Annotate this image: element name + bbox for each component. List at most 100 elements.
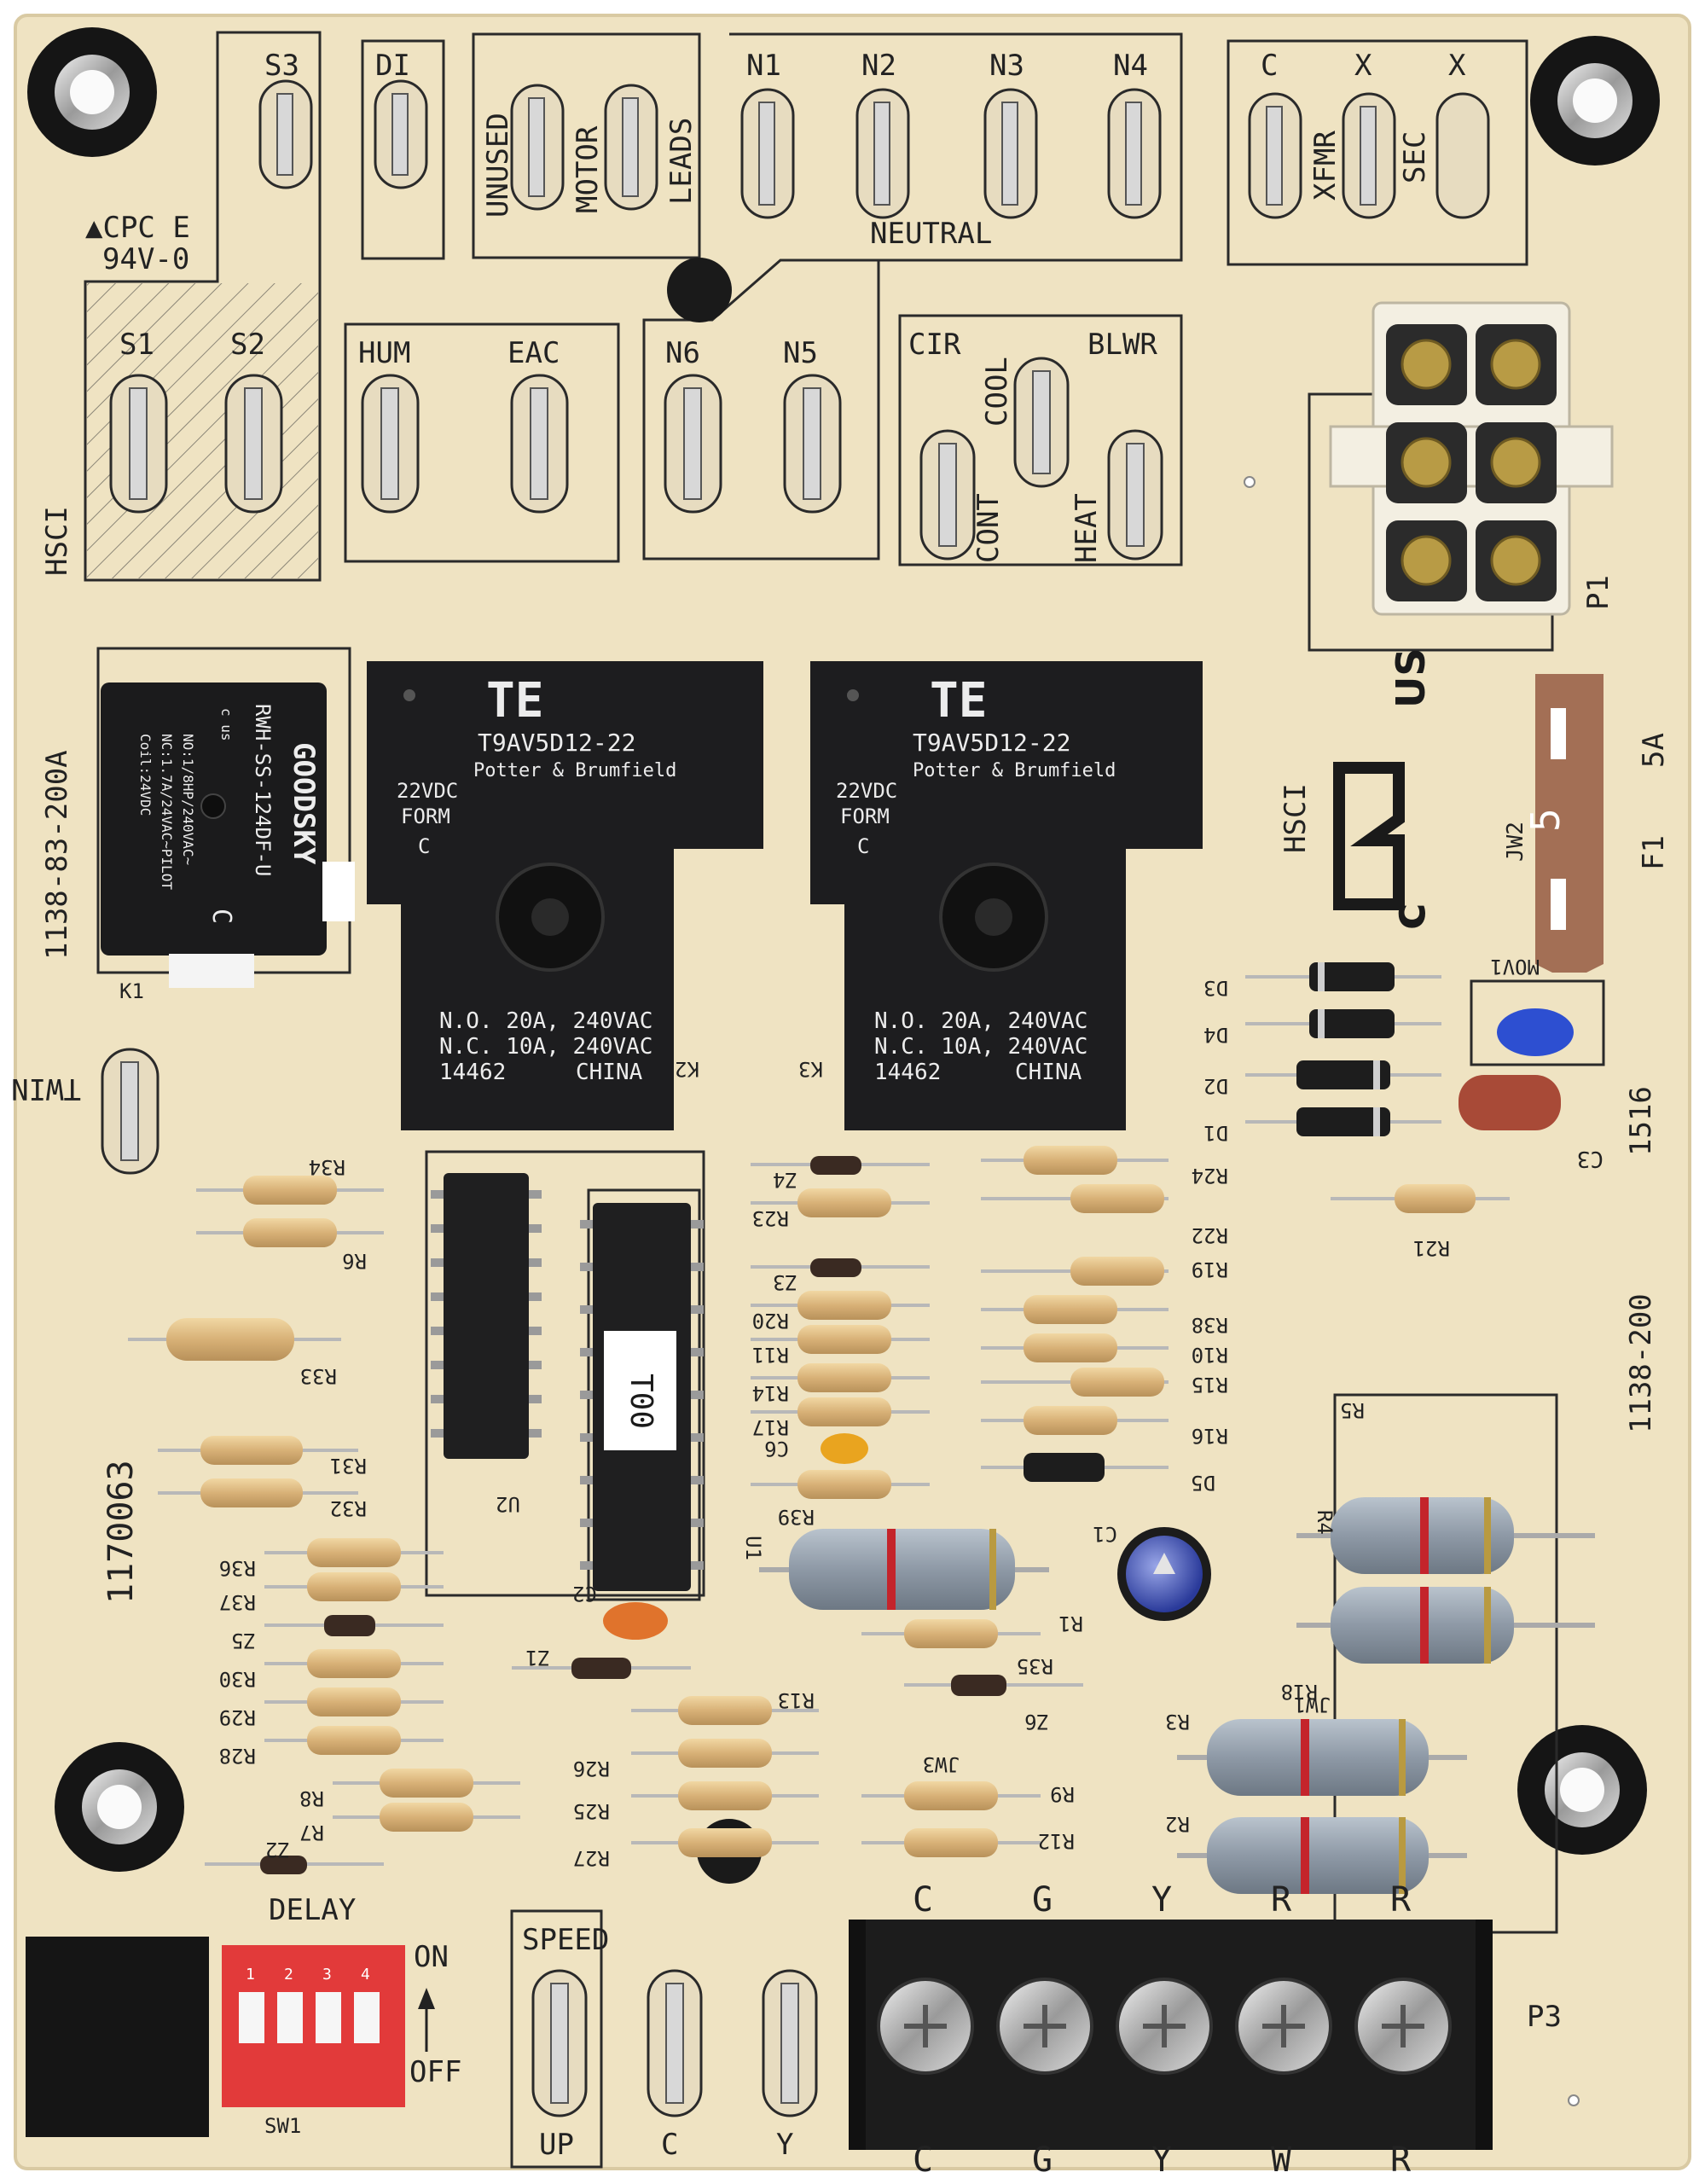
label-r13: R13	[778, 1688, 815, 1712]
silk-n3: N3	[989, 49, 1024, 83]
mov1-varistor	[1497, 1008, 1574, 1056]
label-r8: R8	[299, 1786, 324, 1810]
silk-sec: SEC	[1398, 131, 1432, 183]
silk-x2: X	[1448, 49, 1466, 83]
relay-k3-rating2: N.C. 10A, 240VAC	[874, 1034, 1087, 1060]
silk-c: C	[1261, 49, 1278, 83]
relay-k2-origin: CHINA	[576, 1060, 643, 1085]
silk-c6: C6	[764, 1437, 789, 1461]
silk-s3: S3	[264, 49, 299, 83]
dip-number: 3	[322, 1966, 332, 1984]
mounting-hole-bottom-left	[55, 1742, 184, 1872]
silk-motor: MOTOR	[571, 125, 605, 213]
silk-part-right: 1138-200	[1624, 1293, 1658, 1433]
silk-up: UP	[539, 2128, 574, 2162]
label-z4: Z4	[773, 1168, 797, 1192]
silk-date: 1516	[1624, 1086, 1658, 1156]
silk-n6: N6	[665, 336, 700, 370]
silk-u1: U1	[741, 1536, 765, 1560]
silk-hsci: HSCI	[40, 506, 74, 576]
k1-brand: GOODSKY	[287, 742, 321, 865]
label-r12: R12	[1038, 1829, 1075, 1853]
svg-text:US: US	[1388, 648, 1434, 708]
silk-leads: LEADS	[664, 118, 699, 205]
p3-top-label: Y	[1151, 1880, 1172, 1920]
silk-k2: K2	[675, 1057, 699, 1081]
dip-number: 2	[284, 1966, 293, 1984]
silk-xfmr: XFMR	[1308, 131, 1343, 200]
capacitor-c2	[603, 1602, 668, 1640]
silk-di: DI	[375, 49, 410, 83]
label-r14: R14	[752, 1381, 789, 1405]
silk-cont: CONT	[971, 493, 1006, 563]
silk-s2: S2	[230, 328, 265, 362]
small-resistor-bodies-center	[571, 1156, 891, 1857]
silk-c1: C1	[1093, 1522, 1117, 1546]
label-r7: R7	[299, 1821, 324, 1844]
silk-part-left: 1138-83-200A	[40, 750, 74, 960]
silk-bottom-c: C	[661, 2128, 678, 2162]
spade-terminals	[101, 79, 1490, 2117]
silk-hsci-right: HSCI	[1279, 783, 1313, 853]
label-r23: R23	[752, 1206, 789, 1230]
silk-sw1: SW1	[264, 2114, 301, 2138]
capacitor-c3	[1459, 1075, 1561, 1130]
power-resistors	[759, 1497, 1595, 1894]
label-r33: R33	[300, 1364, 337, 1388]
silk-hum: HUM	[358, 336, 410, 370]
power-resistor-r3	[1207, 1719, 1429, 1796]
fuse-f1	[1535, 674, 1604, 973]
label-z5: Z5	[231, 1629, 256, 1653]
silk-speed: SPEED	[522, 1923, 609, 1957]
label-r26: R26	[573, 1757, 610, 1780]
silk-s1: S1	[119, 328, 154, 362]
silk-off: OFF	[409, 2055, 461, 2089]
label-r1: R1	[1058, 1612, 1083, 1635]
silk-c2: C2	[572, 1582, 597, 1606]
mounting-hole-bottom-right	[1517, 1725, 1647, 1855]
silk-n2: N2	[861, 49, 896, 83]
test-hole	[1244, 476, 1256, 488]
label-r34: R34	[309, 1155, 345, 1179]
power-resistor-r2	[1207, 1817, 1429, 1894]
ul-certification-mark: c US	[1333, 648, 1435, 930]
k1-spec2: NC:1.7A/24VAC~PILOT	[159, 734, 175, 890]
label-r4: R4	[1313, 1510, 1337, 1535]
silk-blwr: BLWR	[1087, 328, 1157, 362]
small-resistor-bodies-right	[904, 1146, 1476, 1857]
silk-x1: X	[1354, 49, 1372, 83]
dip-switch-sw1[interactable]	[26, 1937, 405, 2137]
silk-u2: U2	[496, 1492, 520, 1516]
small-resistor-bodies-left	[166, 1176, 473, 1874]
silk-twin: TWIN	[11, 1072, 81, 1106]
k1-spec3: Coil:24VDC	[137, 734, 154, 816]
k1-spec1: NO:1/8HP/240VAC~	[180, 734, 196, 865]
relay-k2-rating2: N.C. 10A, 240VAC	[439, 1034, 652, 1060]
silk-n1: N1	[746, 49, 781, 83]
silk-n4: N4	[1113, 49, 1148, 83]
relay-k3-maker: Potter & Brumfield	[913, 760, 1116, 781]
label-r29: R29	[219, 1705, 256, 1729]
relay-k3-model: T9AV5D12-22	[913, 729, 1070, 757]
relay-k1	[101, 682, 355, 988]
label-r38: R38	[1192, 1313, 1228, 1337]
capacitor-c1	[1117, 1527, 1211, 1621]
label-r22: R22	[1192, 1223, 1228, 1247]
relay-k3-v3: C	[857, 834, 869, 858]
label-r16: R16	[1192, 1424, 1228, 1448]
relay-k2-v3: C	[418, 834, 430, 858]
label-z1: Z1	[525, 1646, 550, 1670]
k1-cus: c us	[218, 708, 235, 741]
relay-k3-v2: FORM	[840, 804, 890, 828]
p3-top-label: C	[913, 1880, 933, 1920]
mounting-hole-top-right	[1530, 36, 1660, 166]
p3-top-label: R	[1271, 1880, 1292, 1920]
label-d2: D2	[1203, 1074, 1228, 1098]
label-z3: Z3	[773, 1270, 797, 1294]
silk-p3: P3	[1527, 2000, 1562, 2034]
p3-top-label: R	[1390, 1880, 1412, 1920]
ic-u1	[580, 1203, 704, 1591]
relay-k2-v2: FORM	[401, 804, 450, 828]
label-r5: R5	[1340, 1398, 1365, 1422]
silk-on: ON	[414, 1940, 449, 1974]
